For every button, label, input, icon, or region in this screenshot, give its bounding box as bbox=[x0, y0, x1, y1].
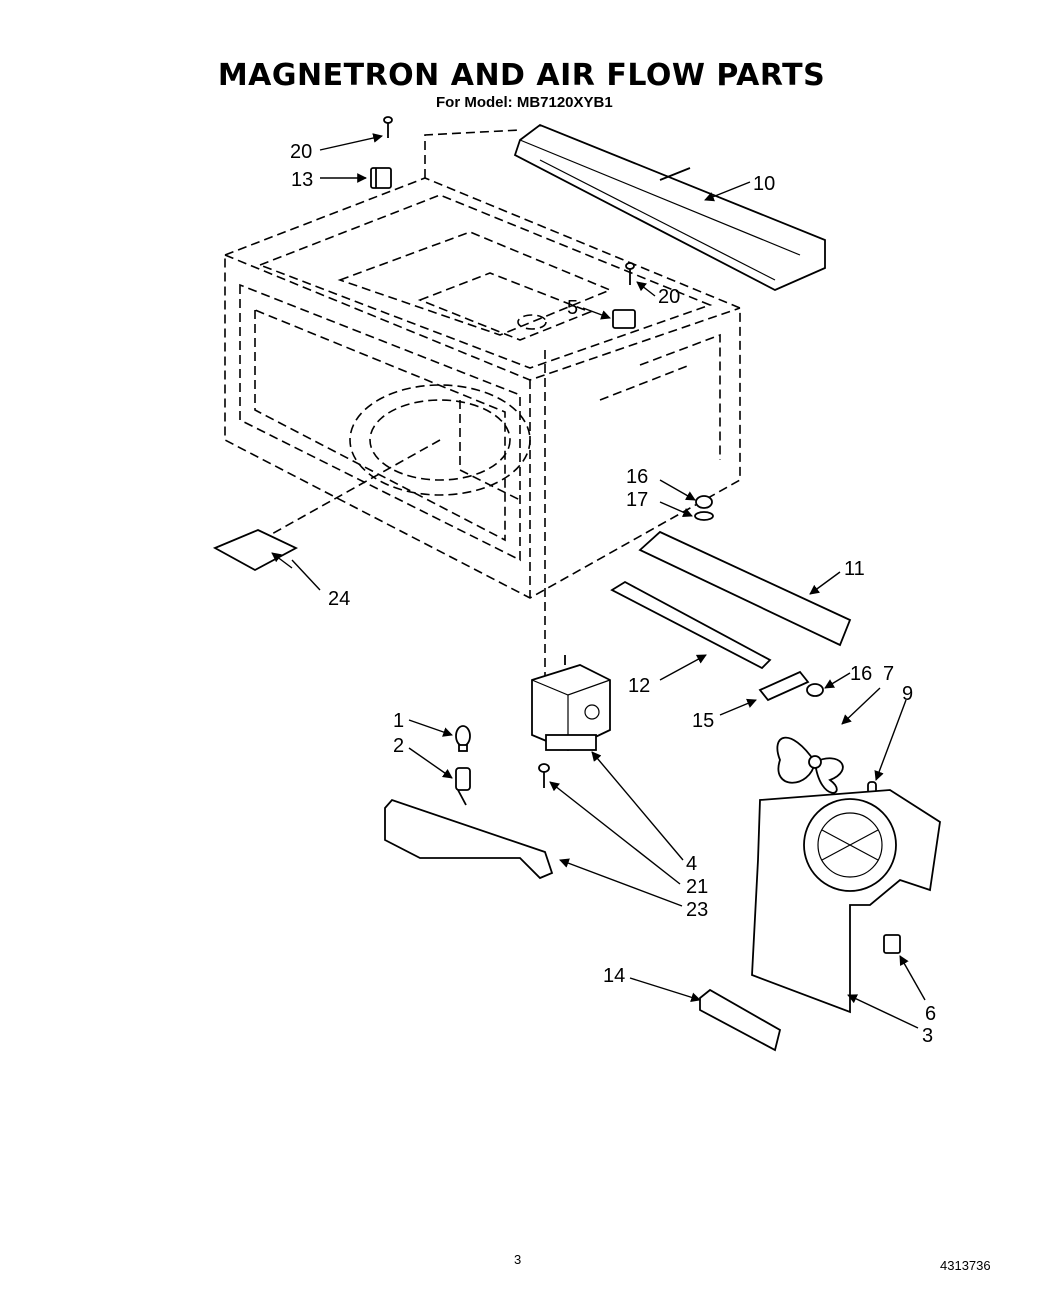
part-1-lamp bbox=[455, 725, 471, 752]
part-24-waveguide-cover bbox=[212, 529, 298, 572]
part-20-screw-inner bbox=[625, 262, 635, 285]
callout-2: 2 bbox=[393, 735, 404, 757]
part-6-connector bbox=[883, 934, 901, 954]
callout-3: 3 bbox=[922, 1025, 933, 1047]
part-16-nut-upper bbox=[695, 495, 713, 509]
part-14-filter bbox=[699, 988, 782, 1052]
part-13-thermal-cutout bbox=[370, 167, 392, 189]
callout-4: 4 bbox=[686, 853, 697, 875]
part-7-fan-blade bbox=[776, 736, 844, 794]
part-2-lamp-socket bbox=[455, 767, 471, 806]
part-10-air-duct bbox=[513, 123, 826, 291]
callout-16-upper: 16 bbox=[626, 466, 648, 488]
part-16-nut-lower bbox=[806, 683, 824, 697]
diagram-title: MAGNETRON AND AIR FLOW PARTS bbox=[217, 58, 826, 93]
callout-leaders bbox=[271, 133, 926, 1029]
callout-17: 17 bbox=[626, 489, 648, 511]
part-20-screw-upper bbox=[383, 116, 393, 138]
part-11-air-guide bbox=[638, 530, 852, 647]
part-15-bracket bbox=[758, 670, 810, 702]
callout-10: 10 bbox=[753, 173, 775, 195]
part-12-gasket bbox=[610, 580, 772, 670]
callout-5: 5 bbox=[567, 297, 578, 319]
waveguide-cover-guide-line bbox=[269, 439, 441, 536]
document-number: 4313736 bbox=[940, 1258, 991, 1273]
part-17-washer bbox=[694, 511, 714, 521]
callout-21: 21 bbox=[686, 876, 708, 898]
part-3-fan-housing bbox=[751, 789, 941, 1014]
model-subtitle: For Model: MB7120XYB1 bbox=[436, 94, 613, 111]
page-number: 3 bbox=[514, 1252, 522, 1267]
callout-14: 14 bbox=[603, 965, 625, 987]
callout-23: 23 bbox=[686, 899, 708, 921]
callout-15: 15 bbox=[692, 710, 714, 732]
callout-11: 11 bbox=[844, 558, 865, 580]
callout-24: 24 bbox=[328, 588, 350, 610]
callout-12: 12 bbox=[628, 675, 650, 697]
part-4-magnetron bbox=[531, 655, 611, 751]
callout-16-lower: 16 bbox=[850, 663, 872, 685]
callout-6: 6 bbox=[925, 1003, 936, 1025]
callout-9: 9 bbox=[902, 683, 913, 705]
oven-cavity bbox=[224, 129, 741, 599]
callout-7: 7 bbox=[883, 663, 894, 685]
callout-20-inner: 20 bbox=[658, 286, 680, 308]
part-23-air-duct bbox=[384, 798, 554, 880]
callout-20-upper: 20 bbox=[290, 141, 312, 163]
callout-13: 13 bbox=[291, 169, 313, 191]
part-21-screw bbox=[538, 763, 550, 788]
part-5-thermal-cutout bbox=[612, 309, 636, 329]
callout-1: 1 bbox=[393, 710, 404, 732]
